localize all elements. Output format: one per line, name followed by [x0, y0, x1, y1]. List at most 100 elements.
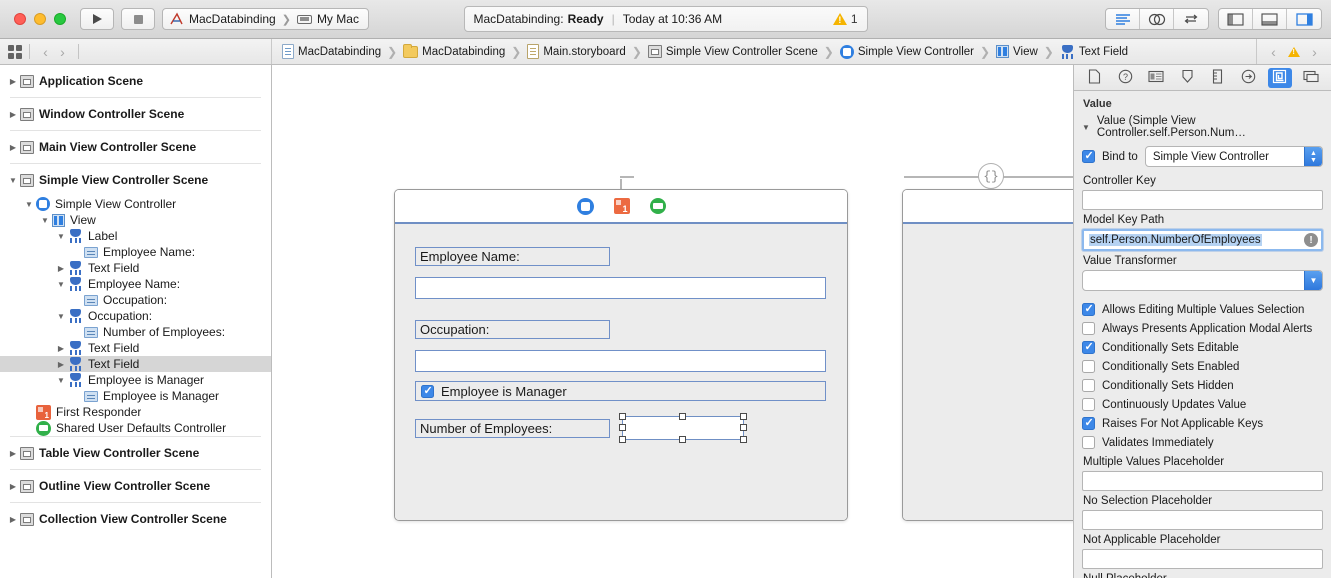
disclosure-collapsed-icon[interactable]: ▶: [57, 343, 65, 353]
bind-to-checkbox[interactable]: [1082, 149, 1095, 163]
first-responder-icon[interactable]: [613, 198, 630, 214]
storyboard-entry-point-marker[interactable]: {}: [978, 163, 1004, 189]
outline-item[interactable]: ▶Text Field: [0, 260, 271, 276]
employee-name-textfield[interactable]: [415, 277, 826, 299]
assistant-editor-button[interactable]: [1140, 9, 1174, 29]
outline-item[interactable]: First Responder: [0, 404, 271, 420]
resize-handle-n[interactable]: [679, 413, 686, 420]
scene-content-view[interactable]: Employee Name: Occupation: Employee is M…: [395, 223, 847, 520]
disclosure-expanded-icon[interactable]: ▼: [57, 231, 65, 241]
outline-item[interactable]: ▶Application Scene: [0, 65, 271, 97]
employee-is-manager-checkbox[interactable]: Employee is Manager: [415, 381, 826, 401]
disclosure-collapsed-icon[interactable]: ▶: [9, 142, 17, 152]
breadcrumb-item-folder[interactable]: MacDatabinding: [403, 43, 505, 58]
interface-builder-canvas[interactable]: {} Employee Name: Occupation: Employee i…: [272, 65, 1073, 578]
disclosure-expanded-icon[interactable]: ▼: [9, 175, 17, 185]
previous-issue-button[interactable]: ‹: [1271, 43, 1276, 60]
resize-handle-nw[interactable]: [619, 413, 626, 420]
resize-handle-e[interactable]: [740, 424, 747, 431]
error-badge-icon[interactable]: !: [1304, 233, 1318, 247]
outline-item[interactable]: ▶Table View Controller Scene: [0, 437, 271, 469]
disclosure-expanded-icon[interactable]: ▼: [57, 279, 65, 289]
binding-option-row[interactable]: Conditionally Sets Editable: [1082, 338, 1323, 357]
outline-item[interactable]: ▼View: [0, 212, 271, 228]
controller-key-field[interactable]: [1082, 190, 1323, 210]
outline-item[interactable]: ▶Main View Controller Scene: [0, 131, 271, 163]
option-checkbox[interactable]: [1082, 436, 1095, 449]
outline-item[interactable]: ▶Text Field: [0, 340, 271, 356]
model-key-path-field[interactable]: self.Person.NumberOfEmployees !: [1082, 229, 1323, 251]
resize-handle-ne[interactable]: [740, 413, 747, 420]
back-button[interactable]: ‹: [43, 43, 48, 60]
binding-summary-row[interactable]: ▼ Value (Simple View Controller.self.Per…: [1082, 115, 1323, 139]
disclosure-expanded-icon[interactable]: ▼: [25, 199, 33, 209]
disclosure-collapsed-icon[interactable]: ▶: [9, 76, 17, 86]
disclosure-collapsed-icon[interactable]: ▶: [57, 359, 65, 369]
occupation-textfield[interactable]: [415, 350, 826, 372]
chevron-down-icon[interactable]: ▼: [1082, 122, 1090, 132]
option-checkbox[interactable]: [1082, 360, 1095, 373]
outline-item[interactable]: Number of Employees:: [0, 324, 271, 340]
disclosure-collapsed-icon[interactable]: ▶: [9, 448, 17, 458]
document-outline[interactable]: ▶Application Scene▶Window Controller Sce…: [0, 65, 272, 578]
simple-view-controller-scene[interactable]: Employee Name: Occupation: Employee is M…: [394, 189, 848, 521]
stepper-icon[interactable]: ▲▼: [1304, 147, 1322, 166]
placeholder-field[interactable]: [1082, 471, 1323, 491]
binding-option-row[interactable]: Allows Editing Multiple Values Selection: [1082, 300, 1323, 319]
outline-item[interactable]: Employee Name:: [0, 244, 271, 260]
binding-option-row[interactable]: Continuously Updates Value: [1082, 395, 1323, 414]
disclosure-collapsed-icon[interactable]: ▶: [9, 109, 17, 119]
warning-indicator[interactable]: 1: [832, 12, 858, 26]
chevron-down-icon[interactable]: ▼: [1304, 271, 1322, 290]
disclosure-expanded-icon[interactable]: ▼: [41, 215, 49, 225]
outline-item[interactable]: ▼Employee Name:: [0, 276, 271, 292]
stop-button[interactable]: [121, 8, 155, 30]
disclosure-collapsed-icon[interactable]: ▶: [9, 481, 17, 491]
breadcrumb-item-view[interactable]: View: [996, 45, 1038, 58]
resize-handle-sw[interactable]: [619, 436, 626, 443]
outline-item[interactable]: ▶Text Field: [0, 356, 271, 372]
checkbox-indicator[interactable]: [421, 384, 434, 398]
outline-item[interactable]: ▼Employee is Manager: [0, 372, 271, 388]
run-button[interactable]: [80, 8, 114, 30]
outline-item[interactable]: ▶Outline View Controller Scene: [0, 470, 271, 502]
outline-item[interactable]: ▶Collection View Controller Scene: [0, 503, 271, 535]
option-checkbox[interactable]: [1082, 302, 1095, 316]
breadcrumb-item-project[interactable]: MacDatabinding: [282, 44, 381, 59]
next-issue-button[interactable]: ›: [1312, 43, 1317, 60]
related-items-icon[interactable]: [8, 44, 22, 59]
binding-option-row[interactable]: Conditionally Sets Hidden: [1082, 376, 1323, 395]
occupation-label[interactable]: Occupation:: [415, 320, 610, 339]
utilities-toggle-button[interactable]: [1287, 9, 1321, 29]
inspector-tab-attributes-inspector[interactable]: [1175, 68, 1199, 88]
inspector-tab-file-inspector[interactable]: [1082, 68, 1106, 88]
option-checkbox[interactable]: [1082, 322, 1095, 335]
inspector-tab-identity-inspector[interactable]: [1144, 68, 1168, 88]
binding-option-row[interactable]: Raises For Not Applicable Keys: [1082, 414, 1323, 433]
bind-to-popup[interactable]: Simple View Controller ▲▼: [1144, 146, 1323, 167]
minimize-button[interactable]: [34, 13, 46, 25]
debug-area-toggle-button[interactable]: [1253, 9, 1287, 29]
disclosure-collapsed-icon[interactable]: ▶: [57, 263, 65, 273]
shared-user-defaults-controller-icon[interactable]: [649, 198, 666, 214]
option-checkbox[interactable]: [1082, 398, 1095, 411]
binding-option-row[interactable]: Conditionally Sets Enabled: [1082, 357, 1323, 376]
binding-option-row[interactable]: Validates Immediately: [1082, 433, 1323, 452]
outline-item[interactable]: ▼Occupation:: [0, 308, 271, 324]
scheme-selector[interactable]: MacDatabinding ❯ My Mac: [162, 8, 369, 30]
disclosure-expanded-icon[interactable]: ▼: [57, 375, 65, 385]
placeholder-field[interactable]: [1082, 549, 1323, 569]
option-checkbox[interactable]: [1082, 379, 1095, 392]
view-controller-icon[interactable]: [576, 197, 594, 215]
disclosure-expanded-icon[interactable]: ▼: [57, 311, 65, 321]
inspector-tab-bindings-inspector[interactable]: [1267, 67, 1292, 88]
breadcrumb-item-scene[interactable]: Simple View Controller Scene: [647, 45, 818, 58]
forward-button[interactable]: ›: [60, 43, 65, 60]
standard-editor-button[interactable]: [1106, 9, 1140, 29]
navigator-toggle-button[interactable]: [1219, 9, 1253, 29]
breadcrumb-item-view-controller[interactable]: Simple View Controller: [839, 44, 974, 59]
breadcrumb-item-storyboard[interactable]: Main.storyboard: [527, 44, 626, 59]
option-checkbox[interactable]: [1082, 416, 1095, 430]
outline-item[interactable]: Shared User Defaults Controller: [0, 420, 271, 436]
option-checkbox[interactable]: [1082, 340, 1095, 354]
